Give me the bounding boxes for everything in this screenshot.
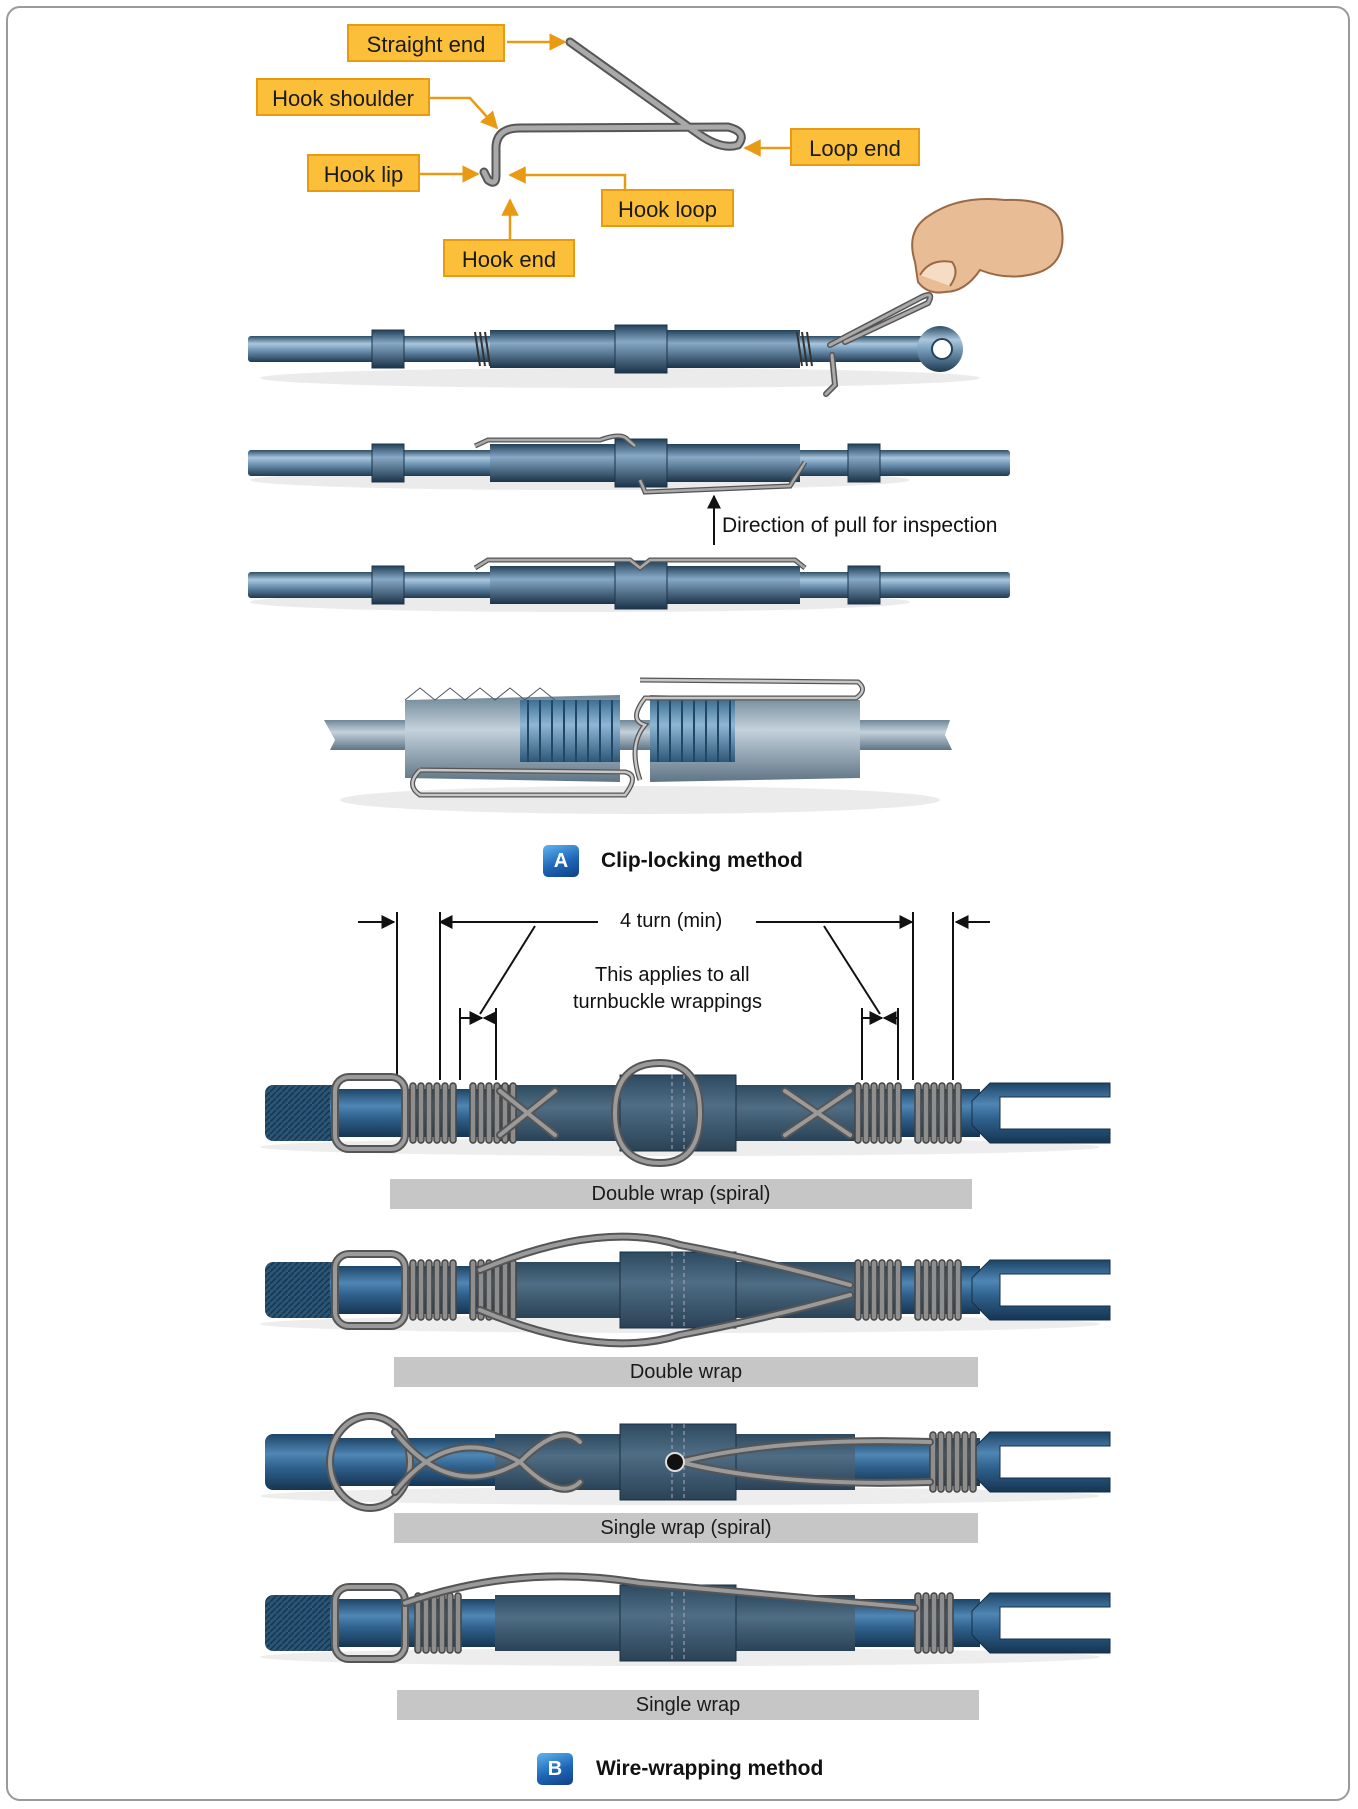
wrap-assembly-double xyxy=(260,1232,1111,1348)
figure-frame xyxy=(6,6,1350,1801)
turnbuckle-clip-insert xyxy=(248,291,980,397)
turns-minimum-label: 4 turn (min) xyxy=(620,910,723,932)
wrap-assembly-single-spiral xyxy=(260,1412,1111,1512)
wrap-assembly-double-spiral xyxy=(260,1058,1111,1168)
panel-b-badge: B xyxy=(537,1753,573,1785)
callout-arrows xyxy=(420,33,790,241)
hook-loop-label: Hook loop xyxy=(601,189,734,227)
hook-shoulder-label: Hook shoulder xyxy=(256,78,430,116)
turnbuckle-clip-partial xyxy=(248,433,1010,495)
wrap-caption-single: Single wrap xyxy=(397,1690,979,1720)
wrap-caption-double-spiral: Double wrap (spiral) xyxy=(390,1179,972,1209)
panel-a-badge: A xyxy=(543,845,579,877)
hook-end-label: Hook end xyxy=(443,239,575,277)
turnbuckle-clip-installed xyxy=(248,557,1010,612)
dimension-lines xyxy=(358,912,990,1080)
loop-end-label: Loop end xyxy=(790,128,920,166)
clip-cross-section xyxy=(324,677,952,814)
locking-clip xyxy=(479,37,746,187)
note-line-2: turnbuckle wrappings xyxy=(573,991,762,1013)
wrap-assembly-single xyxy=(260,1572,1111,1666)
inspection-direction-label: Direction of pull for inspection xyxy=(722,514,998,537)
wrap-caption-double: Double wrap xyxy=(394,1357,978,1387)
panel-b-title: Wire-wrapping method xyxy=(596,1757,824,1780)
wrap-caption-single-spiral: Single wrap (spiral) xyxy=(394,1513,978,1543)
straight-end-label: Straight end xyxy=(347,24,505,62)
wire-wrap-assemblies xyxy=(260,1058,1111,1666)
note-line-1: This applies to all xyxy=(595,964,750,986)
hand xyxy=(911,198,1064,294)
panel-a-title: Clip-locking method xyxy=(601,849,803,872)
hook-lip-label: Hook lip xyxy=(307,154,420,192)
